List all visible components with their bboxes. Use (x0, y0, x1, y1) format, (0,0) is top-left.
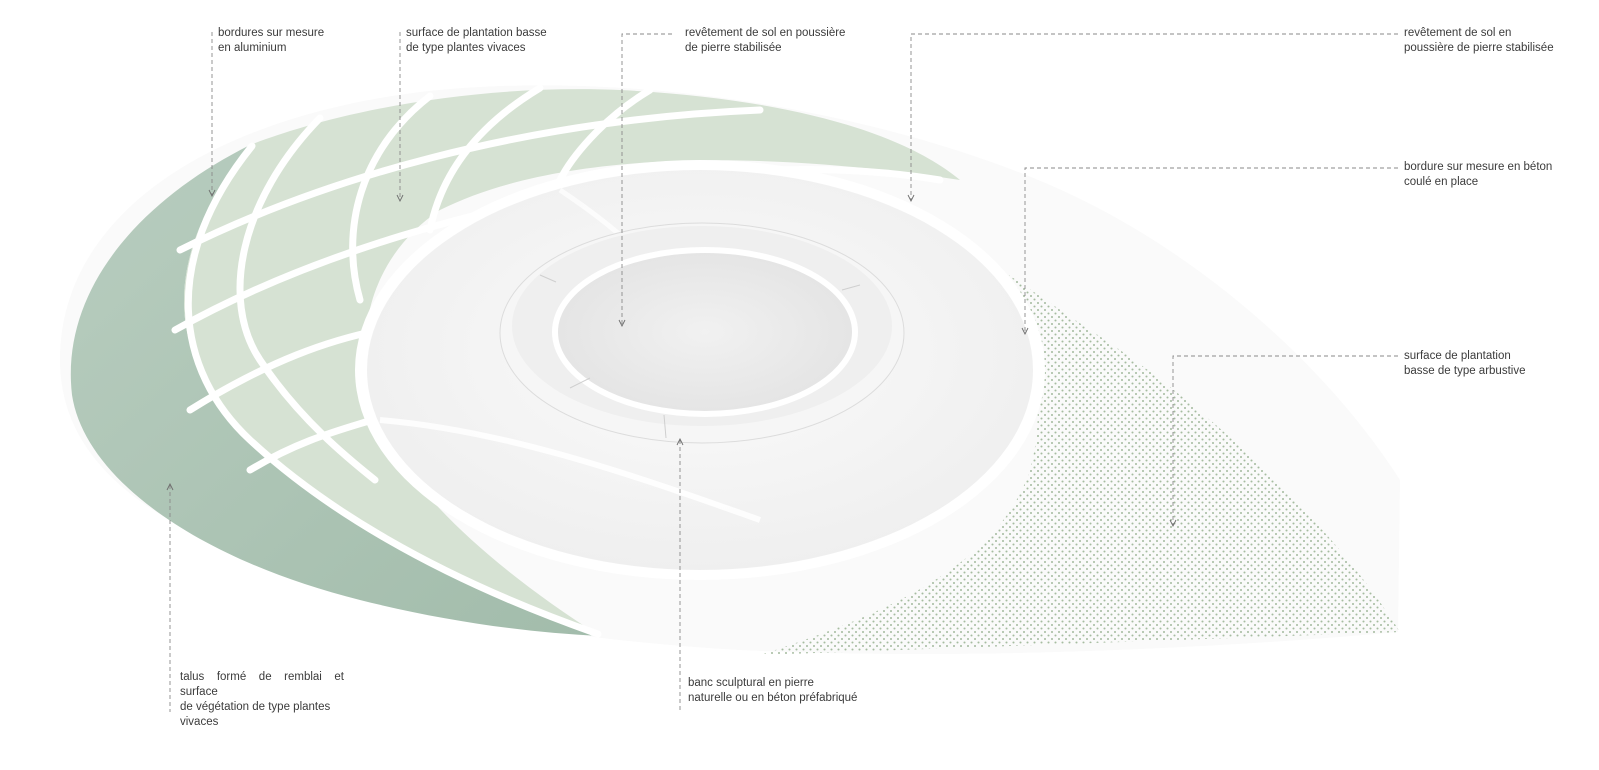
annotation-aluminium-edging: bordures sur mesure en aluminium (218, 27, 325, 54)
shrub-planting-area (760, 210, 1400, 655)
leader-lines (166, 32, 1398, 712)
annotation-sculptural-bench: banc sculptural en pierre naturelle ou e… (688, 677, 858, 704)
central-stone-dust (552, 247, 858, 417)
annotation-concrete-edging: bordure sur mesure en béton coulé en pla… (1404, 161, 1553, 188)
perennial-planting-area (184, 89, 960, 636)
annotation-embankment: talus formé de remblai et surface de vég… (180, 671, 344, 728)
bench-joints (539, 274, 861, 439)
annotation-stone-dust-outer: revêtement de sol en poussière de pierre… (1404, 27, 1554, 54)
annotation-stone-dust-center: revêtement de sol en poussière de pierre… (685, 27, 846, 54)
annotation-perennial-planting: surface de plantation basse de type plan… (406, 27, 547, 54)
annotation-shrub-planting: surface de plantation basse de type arbu… (1404, 350, 1526, 377)
embankment-talus (70, 145, 600, 636)
